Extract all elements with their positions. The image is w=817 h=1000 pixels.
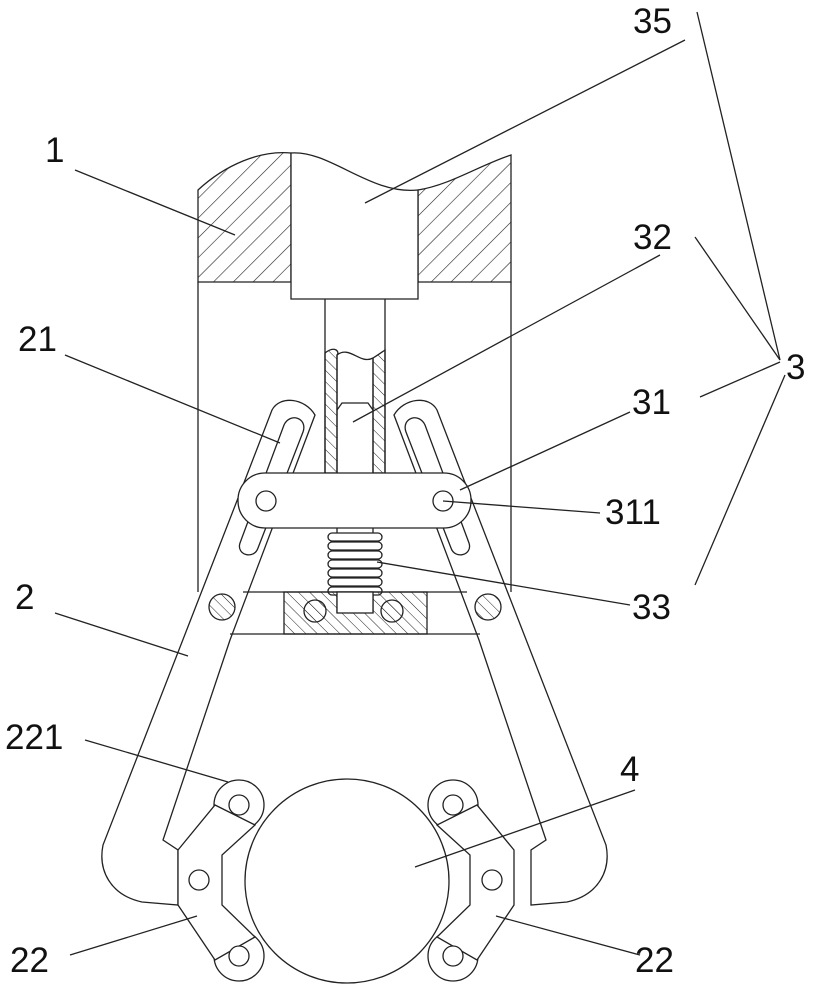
workpiece-4 <box>245 779 449 983</box>
spring-coil <box>328 542 382 550</box>
label-21: 21 <box>18 322 57 357</box>
label-4: 4 <box>620 752 639 787</box>
label-221: 221 <box>5 720 63 755</box>
piston-35 <box>291 153 418 299</box>
pivot-pin-left <box>209 594 235 620</box>
label-2: 2 <box>15 580 34 615</box>
label-33: 33 <box>632 590 671 625</box>
label-22-left: 22 <box>10 943 49 978</box>
label-31: 31 <box>632 385 671 420</box>
label-35: 35 <box>633 4 672 39</box>
label-22-right: 22 <box>635 943 674 978</box>
label-3: 3 <box>786 350 805 385</box>
label-32: 32 <box>633 220 672 255</box>
spring-coil <box>328 569 382 577</box>
base-block <box>209 592 501 634</box>
pin-left <box>256 491 276 511</box>
roller-221 <box>229 795 249 815</box>
spring-coil <box>328 533 382 541</box>
label-311: 311 <box>605 495 661 530</box>
link-31 <box>238 473 471 528</box>
rod <box>325 299 385 473</box>
label-1: 1 <box>45 133 64 168</box>
spring-coil <box>328 560 382 568</box>
pivot-pin-right <box>475 594 501 620</box>
spring-coil <box>328 578 382 586</box>
spring-coil <box>328 551 382 559</box>
